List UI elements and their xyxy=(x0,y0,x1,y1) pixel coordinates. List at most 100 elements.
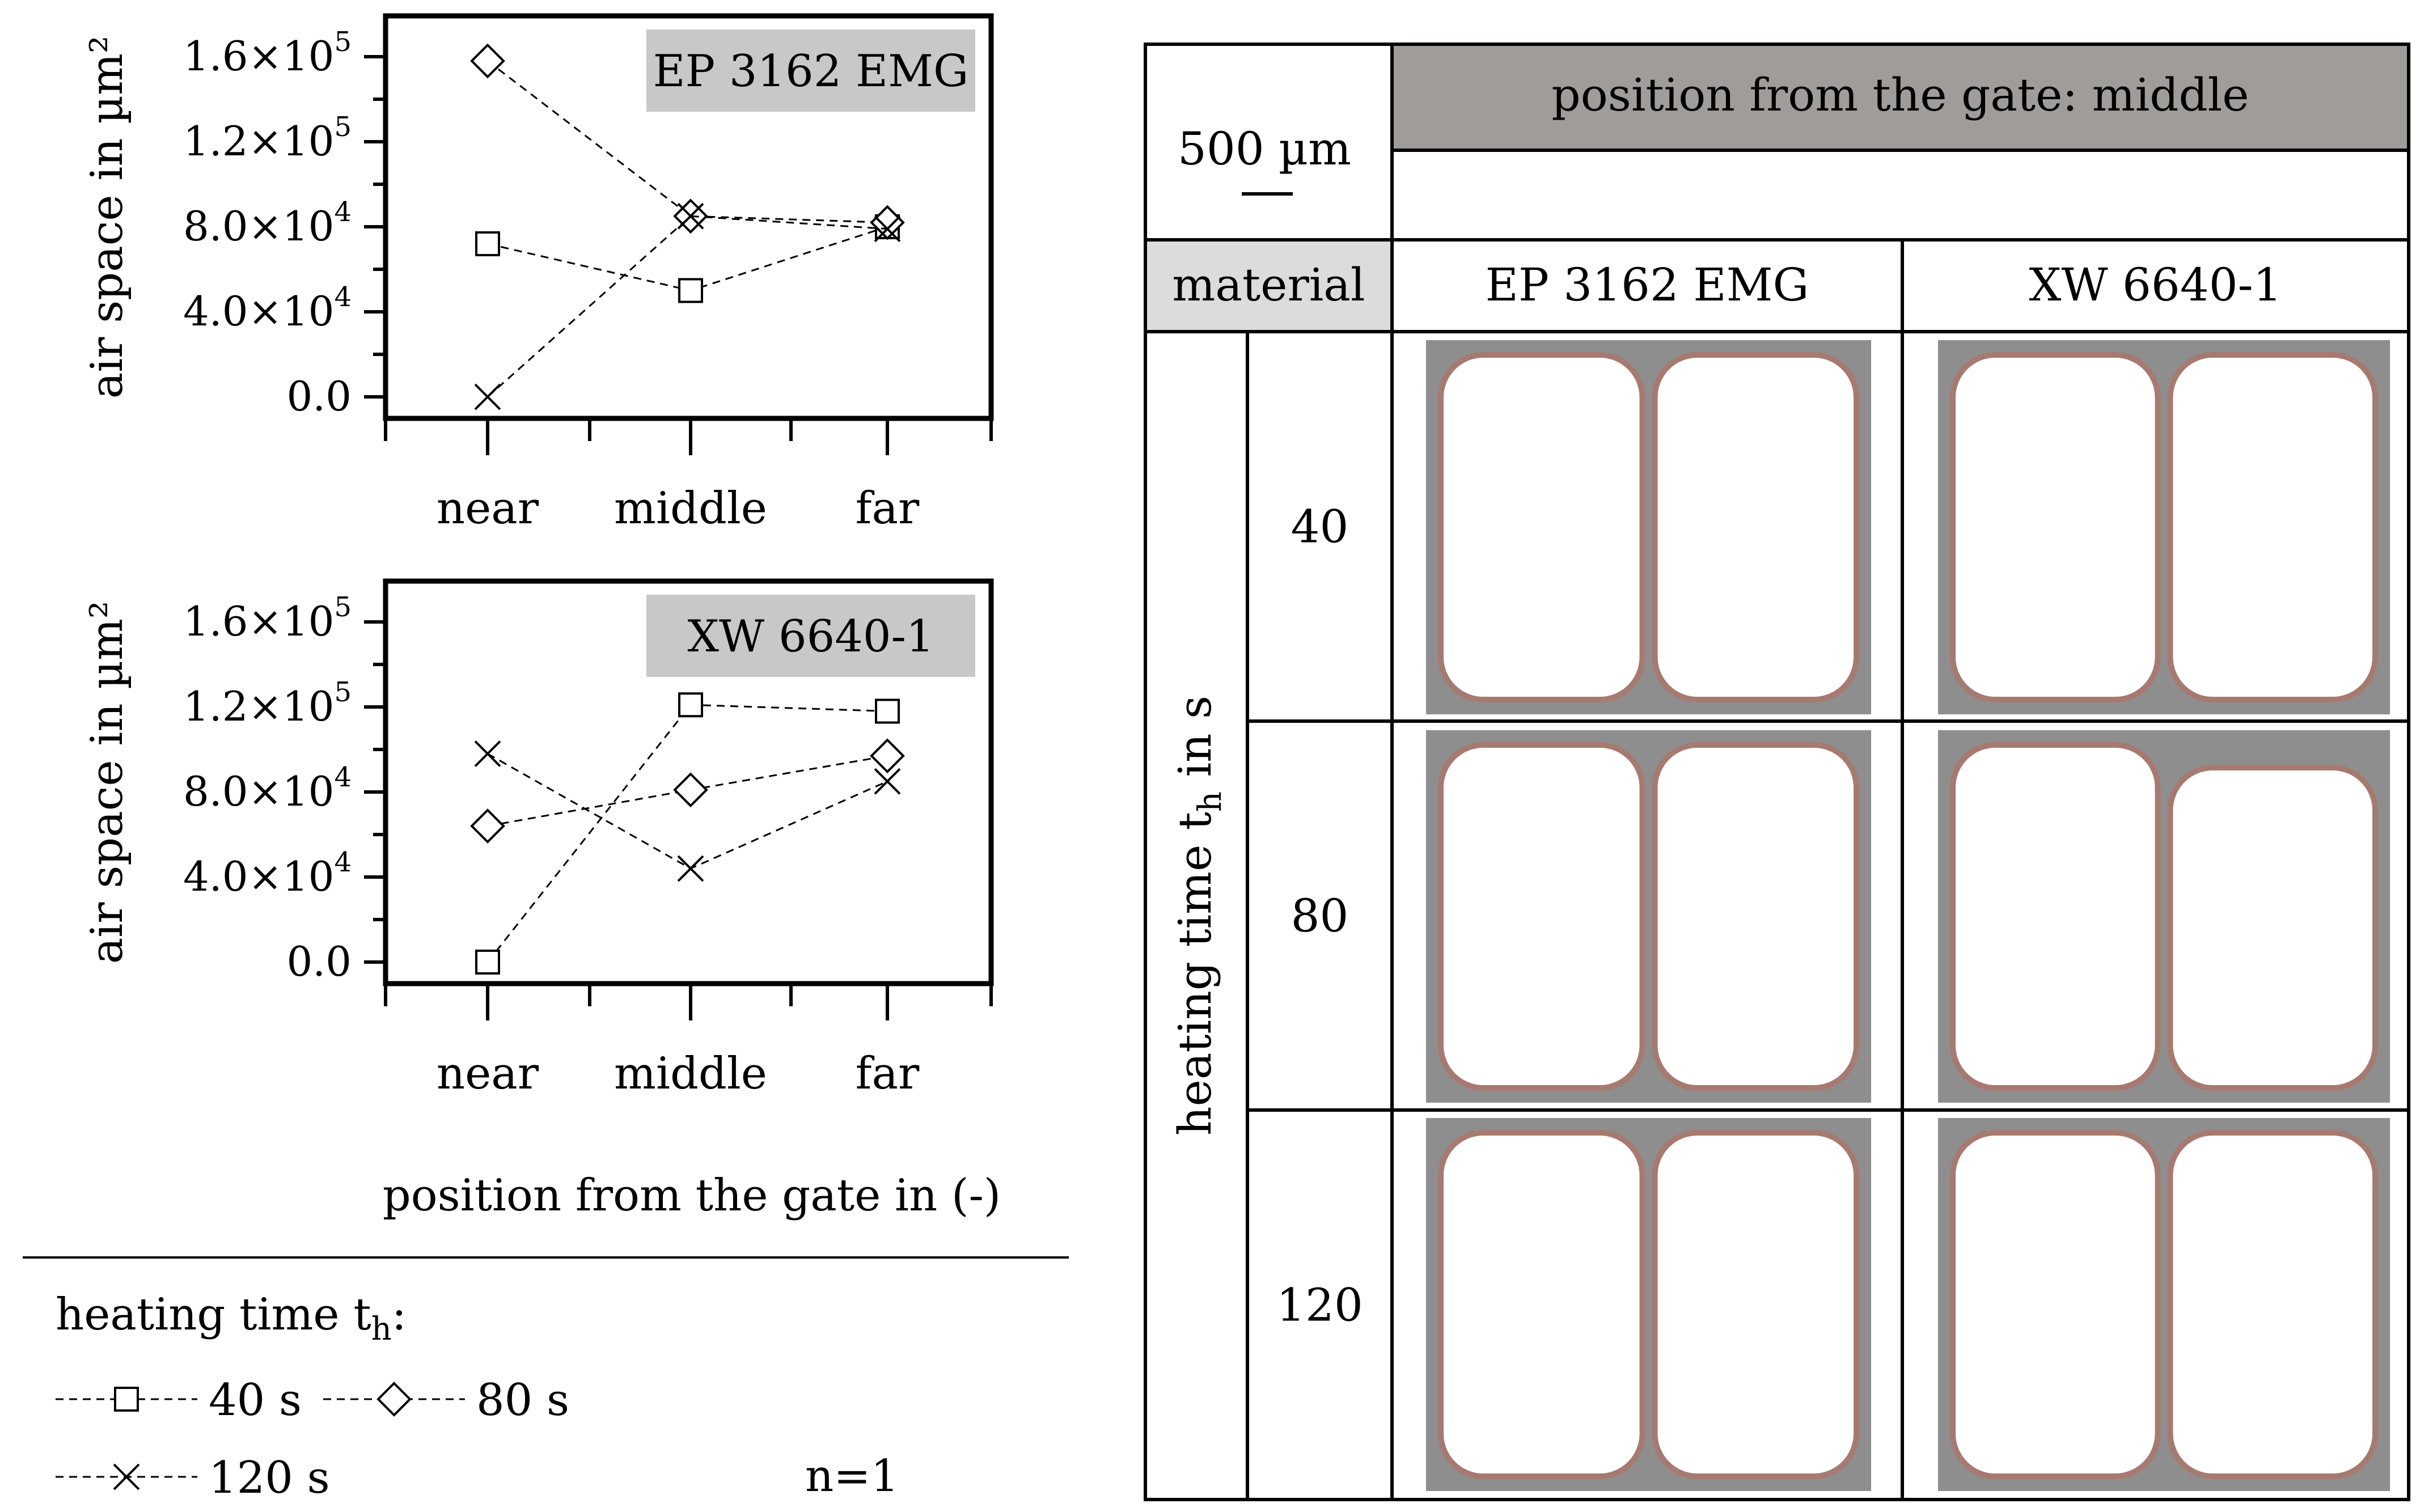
y-tick-exponent: 4 xyxy=(334,196,352,228)
data-point-square xyxy=(678,278,703,303)
micrograph-r2-c2 xyxy=(1938,730,2390,1103)
series-line xyxy=(487,753,888,870)
legend-label: 40 s xyxy=(209,1375,302,1426)
table-border xyxy=(1144,43,2410,1501)
micrograph-r3-c1 xyxy=(1426,1118,1871,1491)
sample-count: n=1 xyxy=(805,1451,899,1502)
x-tick-label: middle xyxy=(614,483,767,534)
y-tick-label: 4.0×104 xyxy=(183,846,352,900)
series-cross xyxy=(474,202,901,410)
y-tick-exponent: 5 xyxy=(334,591,352,623)
x-tick-label: near xyxy=(437,483,539,534)
y-axis-title: air space in µm² xyxy=(82,36,133,399)
data-point-cross xyxy=(677,202,704,230)
legend-title: heating time th: xyxy=(56,1289,407,1348)
legend-item-cross: 120 s xyxy=(56,1452,330,1503)
scale-bar-label: 500 µm xyxy=(1178,122,1351,175)
micrograph-table: 500 µm position from the gate: middle mate… xyxy=(1144,43,2410,1501)
pore-cell xyxy=(1438,742,1645,1091)
y-axis-title: air space in µm² xyxy=(82,601,133,964)
series-diamond xyxy=(470,738,905,844)
y-tick-base: 8.0×10 xyxy=(183,768,334,815)
header-cell xyxy=(1392,44,2409,150)
data-point-cross xyxy=(474,740,501,767)
heating-time-axis-text: heating time t xyxy=(1169,812,1221,1136)
x-tick-label: near xyxy=(437,1048,539,1099)
pore-cell xyxy=(1652,742,1859,1091)
data-point-diamond xyxy=(470,43,505,79)
pore-cell xyxy=(1652,1130,1859,1479)
material-label: EP 3162 EMG xyxy=(653,46,969,97)
data-point-diamond xyxy=(870,738,905,774)
micrograph-r1-c2 xyxy=(1938,340,2390,714)
pore-cell xyxy=(2167,765,2378,1091)
material-column-header: XW 6640-1 xyxy=(2029,259,2282,311)
x-tick-label: far xyxy=(856,483,920,534)
data-point-square xyxy=(678,692,703,718)
pore-cell xyxy=(1438,1130,1645,1479)
y-tick-label: 8.0×104 xyxy=(183,761,352,815)
data-point-diamond xyxy=(470,808,505,844)
y-tick-label: 4.0×104 xyxy=(183,281,352,335)
material-label-box xyxy=(646,29,975,112)
y-tick-base: 8.0×10 xyxy=(183,202,334,250)
legend-marker-square xyxy=(114,1387,139,1412)
heating-time-row-label: 120 xyxy=(1276,1279,1363,1332)
heating-time-row-label: 80 xyxy=(1291,890,1349,942)
pore-cell xyxy=(1652,352,1859,702)
legend-title-suffix: : xyxy=(392,1289,407,1340)
micrograph-r2-c1 xyxy=(1426,730,1871,1103)
y-tick-base: 1.6×10 xyxy=(183,598,334,645)
pore-cell xyxy=(1438,352,1645,702)
micrograph-r3-c2 xyxy=(1938,1118,2390,1491)
heating-time-axis-label: heating time th in s xyxy=(1169,696,1229,1136)
x-tick-label: far xyxy=(856,1048,920,1099)
y-tick-exponent: 5 xyxy=(334,26,352,58)
heating-time-axis-sub: h xyxy=(1192,791,1229,812)
x-tick-label: middle xyxy=(614,1048,767,1099)
series-cross xyxy=(474,740,901,882)
pore-cell xyxy=(1950,742,2161,1091)
pore-cell xyxy=(1950,1130,2161,1479)
plot-frame xyxy=(383,13,994,421)
legend-items: 40 s 80 s 120 s xyxy=(56,1375,569,1503)
y-tick-label: 0.0 xyxy=(286,372,352,420)
material-label: XW 6640-1 xyxy=(688,611,934,662)
series-line xyxy=(487,215,888,398)
data-point-cross xyxy=(474,383,501,410)
y-tick-exponent: 4 xyxy=(334,761,352,793)
y-tick-exponent: 4 xyxy=(334,281,352,313)
y-tick-label: 8.0×104 xyxy=(183,196,352,250)
series-line xyxy=(487,60,888,223)
pore-cell xyxy=(1950,352,2161,702)
data-point-cross xyxy=(874,768,901,795)
legend-item-square: 40 s xyxy=(56,1375,302,1426)
material-header: material xyxy=(1172,259,1365,311)
y-tick-base: 0.0 xyxy=(286,938,352,985)
y-tick-label: 1.2×105 xyxy=(183,676,352,730)
y-tick-exponent: 4 xyxy=(334,846,352,878)
data-point-cross xyxy=(874,215,901,243)
legend-item-diamond: 80 s xyxy=(323,1375,569,1426)
heating-time-axis-suffix: in s xyxy=(1169,696,1221,791)
legend-title-sub: h xyxy=(371,1311,392,1348)
position-header: position from the gate: middle xyxy=(1551,69,2249,121)
data-point-square xyxy=(475,950,500,975)
data-point-diamond xyxy=(673,772,708,808)
pore-cell xyxy=(2167,352,2378,702)
y-tick-label: 1.6×105 xyxy=(183,26,352,80)
legend-title-text: heating time t xyxy=(56,1289,371,1340)
series-square xyxy=(475,692,900,975)
y-tick-base: 1.6×10 xyxy=(183,32,334,80)
y-tick-label: 1.6×105 xyxy=(183,591,352,645)
legend-label: 80 s xyxy=(476,1375,569,1426)
x-axis-title: position from the gate in (-) xyxy=(383,1170,1001,1221)
y-tick-exponent: 5 xyxy=(334,111,352,143)
data-point-square xyxy=(475,231,500,256)
data-point-square xyxy=(875,698,900,724)
legend-marker-diamond xyxy=(376,1382,412,1417)
material-header-cell xyxy=(1145,240,1392,332)
y-tick-base: 1.2×10 xyxy=(183,117,334,165)
material-column-header: EP 3162 EMG xyxy=(1486,259,1809,311)
